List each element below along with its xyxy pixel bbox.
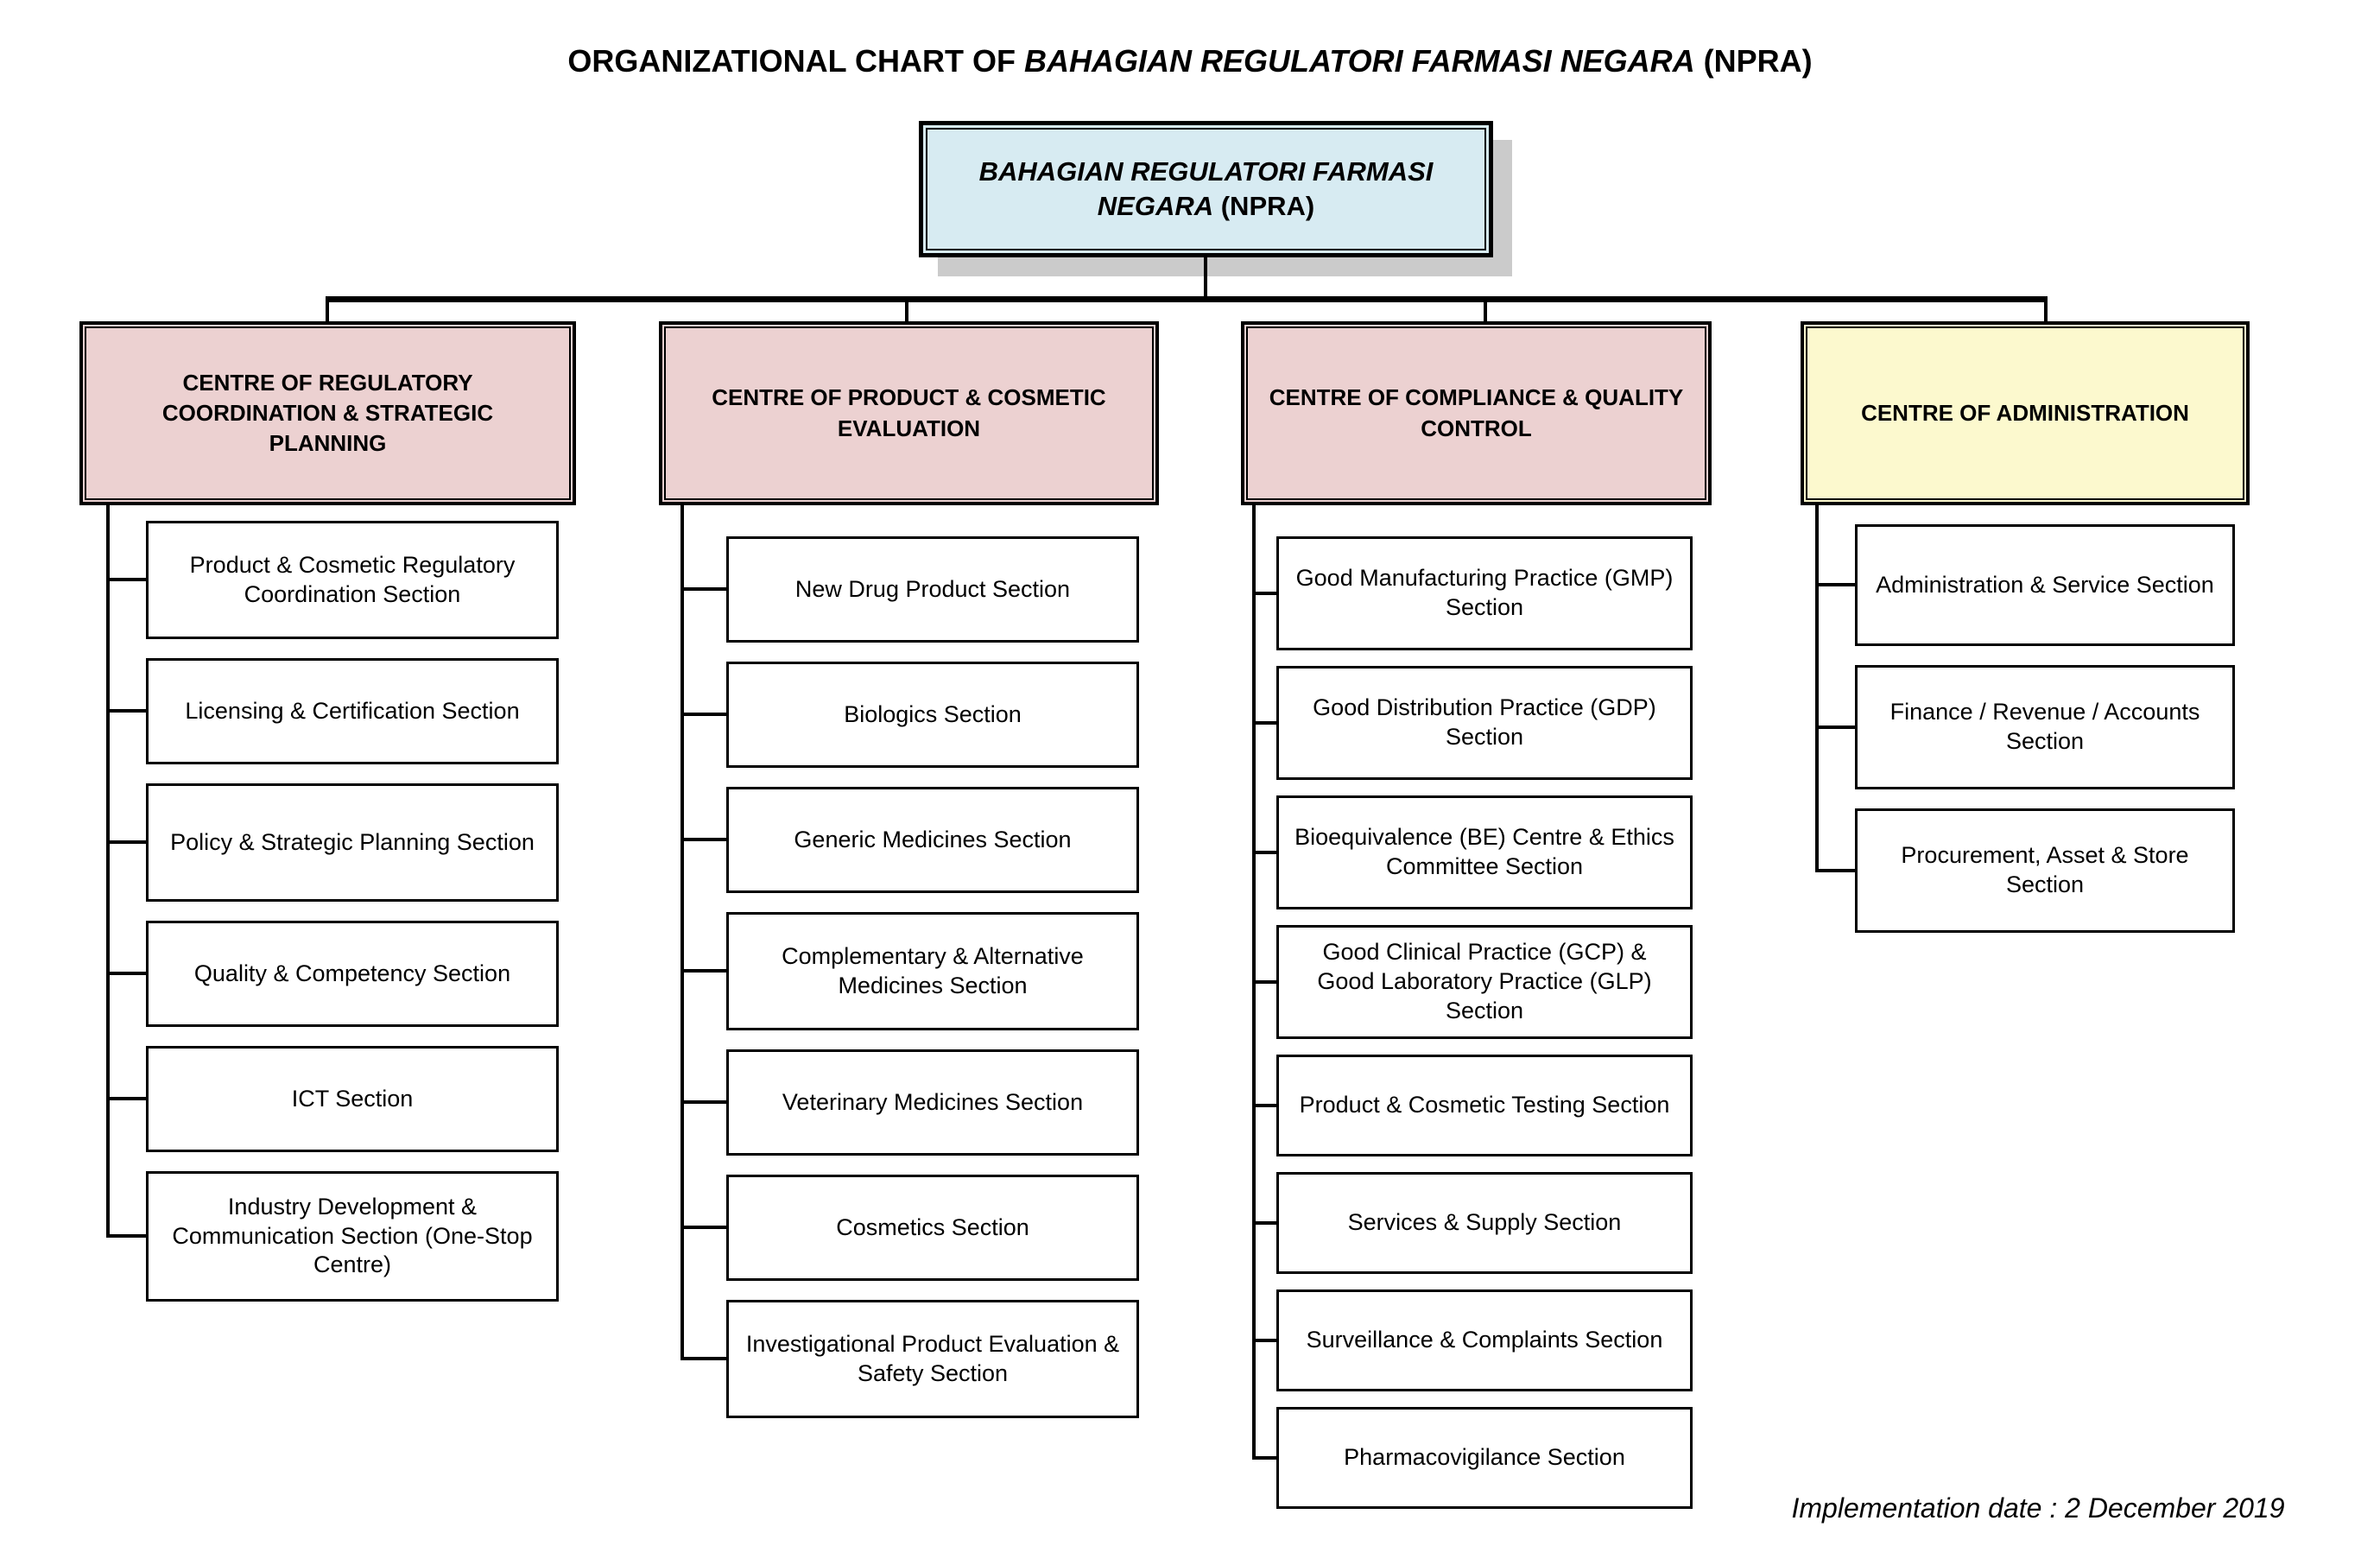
connector-stub-col3-6 [1252, 1221, 1276, 1225]
section-finance-revenue-accounts: Finance / Revenue / Accounts Section [1855, 665, 2235, 789]
connector-stub-col4-2 [1815, 725, 1855, 729]
connector-stub-col1-4 [106, 972, 146, 975]
section-complementary-alternative-medicines: Complementary & Alternative Medicines Se… [726, 912, 1139, 1030]
root-org-label: BAHAGIAN REGULATORI FARMASI NEGARA (NPRA… [953, 155, 1459, 225]
connector-trunk-col2 [680, 504, 684, 1360]
connector-stub-col4-1 [1815, 583, 1855, 586]
implementation-date-note: Implementation date : 2 December 2019 [1791, 1492, 2285, 1524]
connector-stub-col4-3 [1815, 869, 1855, 872]
section-gmp: Good Manufacturing Practice (GMP) Sectio… [1276, 536, 1693, 650]
root-org-box: BAHAGIAN REGULATORI FARMASI NEGARA (NPRA… [919, 121, 1493, 257]
section-generic-medicines: Generic Medicines Section [726, 787, 1139, 893]
connector-stub-col1-1 [106, 578, 146, 581]
section-procurement-asset-store: Procurement, Asset & Store Section [1855, 808, 2235, 933]
section-cosmetics: Cosmetics Section [726, 1175, 1139, 1281]
connector-stub-col3-8 [1252, 1456, 1276, 1460]
centre-box-administration: CENTRE OF ADMINISTRATION [1801, 321, 2250, 505]
page-title-org-name: BAHAGIAN REGULATORI FARMASI NEGARA [1023, 43, 1695, 79]
centre-box-compliance-quality-control: CENTRE OF COMPLIANCE & QUALITY CONTROL [1241, 321, 1712, 505]
connector-stub-col2-3 [680, 838, 726, 841]
section-bioequivalence-ethics-committee: Bioequivalence (BE) Centre & Ethics Comm… [1276, 795, 1693, 909]
connector-stub-col3-1 [1252, 592, 1276, 595]
section-quality-competency: Quality & Competency Section [146, 921, 559, 1027]
connector-stub-col2-1 [680, 587, 726, 591]
section-new-drug-product: New Drug Product Section [726, 536, 1139, 643]
connector-stub-col1-6 [106, 1234, 146, 1238]
section-product-cosmetic-testing: Product & Cosmetic Testing Section [1276, 1055, 1693, 1156]
section-pharmacovigilance: Pharmacovigilance Section [1276, 1407, 1693, 1509]
connector-trunk-col4 [1815, 504, 1819, 872]
connector-root-drop [1204, 257, 1207, 298]
connector-stub-col1-2 [106, 709, 146, 713]
centre-box-regulatory-coordination: CENTRE OF REGULATORY COORDINATION & STRA… [79, 321, 576, 505]
connector-stub-col2-5 [680, 1100, 726, 1104]
connector-trunk-col1 [106, 504, 110, 1238]
connector-drop-centre-2 [905, 302, 908, 321]
page-title-prefix: ORGANIZATIONAL CHART OF [567, 43, 1016, 79]
connector-stub-col2-4 [680, 969, 726, 973]
connector-bus [326, 296, 2048, 302]
connector-drop-centre-4 [2044, 302, 2048, 321]
section-administration-service: Administration & Service Section [1855, 524, 2235, 646]
section-policy-strategic-planning: Policy & Strategic Planning Section [146, 783, 559, 902]
root-org-acronym: (NPRA) [1220, 191, 1315, 221]
section-biologics: Biologics Section [726, 662, 1139, 768]
connector-stub-col3-2 [1252, 721, 1276, 725]
section-services-supply: Services & Supply Section [1276, 1172, 1693, 1274]
connector-drop-centre-3 [1484, 302, 1487, 321]
connector-stub-col3-4 [1252, 980, 1276, 984]
connector-stub-col1-3 [106, 840, 146, 844]
page-title-acronym: (NPRA) [1703, 43, 1813, 79]
connector-stub-col3-7 [1252, 1339, 1276, 1342]
section-gdp: Good Distribution Practice (GDP) Section [1276, 666, 1693, 780]
connector-stub-col1-5 [106, 1097, 146, 1100]
section-product-cosmetic-regulatory-coordination: Product & Cosmetic Regulatory Coordinati… [146, 521, 559, 639]
connector-drop-centre-1 [326, 302, 329, 321]
connector-stub-col2-7 [680, 1357, 726, 1360]
connector-stub-col3-3 [1252, 851, 1276, 854]
root-org-name: BAHAGIAN REGULATORI FARMASI NEGARA [978, 155, 1434, 221]
centre-box-product-cosmetic-evaluation: CENTRE OF PRODUCT & COSMETIC EVALUATION [659, 321, 1159, 505]
section-veterinary-medicines: Veterinary Medicines Section [726, 1049, 1139, 1156]
section-ict: ICT Section [146, 1046, 559, 1152]
section-surveillance-complaints: Surveillance & Complaints Section [1276, 1289, 1693, 1391]
connector-stub-col2-6 [680, 1226, 726, 1229]
section-investigational-product-evaluation-safety: Investigational Product Evaluation & Saf… [726, 1300, 1139, 1418]
section-licensing-certification: Licensing & Certification Section [146, 658, 559, 764]
section-gcp-glp: Good Clinical Practice (GCP) & Good Labo… [1276, 925, 1693, 1039]
section-industry-development-communication: Industry Development & Communication Sec… [146, 1171, 559, 1302]
page-title: ORGANIZATIONAL CHART OF BAHAGIAN REGULAT… [0, 43, 2380, 79]
connector-stub-col2-2 [680, 713, 726, 716]
connector-stub-col3-5 [1252, 1104, 1276, 1107]
